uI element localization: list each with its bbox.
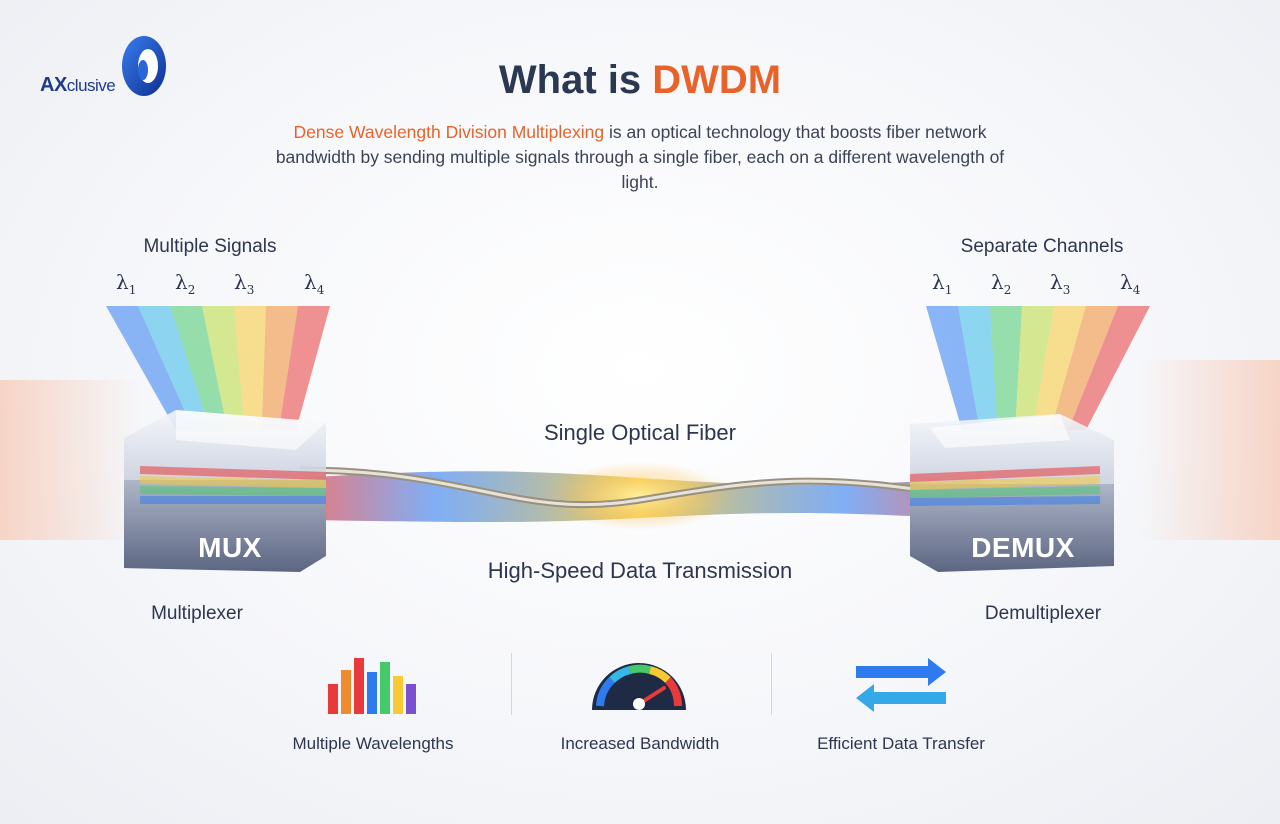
demux-label: DEMUX	[971, 532, 1075, 563]
right-beam-5	[1032, 306, 1086, 430]
feature-divider-2	[771, 653, 772, 715]
right-beam-3	[990, 306, 1022, 430]
right-wavelength-beams	[926, 306, 1150, 430]
left-heading: Multiple Signals	[143, 236, 277, 257]
left-wavelength-beams	[106, 306, 330, 430]
bar-chart-icon	[328, 658, 416, 714]
right-lambda-2: λ2	[991, 270, 1012, 297]
title-highlight: DWDM	[652, 58, 782, 102]
right-lambda-3: λ3	[1050, 270, 1071, 297]
brand-logo: AXclusive	[40, 32, 170, 104]
left-lambda-2: λ2	[175, 270, 196, 297]
left-glow	[0, 380, 140, 540]
title-prefix: What is	[498, 58, 653, 102]
right-beam-1	[926, 306, 980, 430]
right-glow	[1140, 360, 1280, 540]
description: Dense Wavelength Division Multiplexing i…	[260, 120, 1020, 195]
demux-prism	[909, 414, 1114, 572]
fiber-top-label: Single Optical Fiber	[544, 420, 736, 445]
fiber-bottom-label: High-Speed Data Transmission	[487, 558, 793, 583]
transfer-arrows-icon	[856, 658, 946, 712]
left-beam-6	[261, 306, 298, 430]
right-lambda-4: λ4	[1120, 270, 1141, 297]
left-beam-4	[202, 306, 245, 430]
right-beam-7	[1068, 306, 1150, 430]
fiber-center-glow	[550, 462, 730, 530]
right-lambda-1: λ1	[932, 270, 953, 297]
description-rest: is an optical technology that boosts fib…	[275, 122, 1005, 192]
left-lambda-4: λ4	[304, 270, 325, 297]
feature-label-1: Multiple Wavelengths	[292, 734, 454, 753]
feature-divider-1	[511, 653, 512, 715]
logo-wordmark: AXclusive	[40, 74, 116, 96]
left-beam-1	[106, 306, 194, 430]
mux-label: MUX	[198, 532, 262, 563]
right-beam-6	[1050, 306, 1118, 430]
feature-label-2: Increased Bandwidth	[560, 734, 720, 753]
demux-caption: Demultiplexer	[984, 603, 1102, 624]
gauge-icon	[592, 663, 686, 710]
right-beam-2	[958, 306, 998, 430]
mux-prism	[124, 410, 327, 572]
fiber-cable-highlight	[299, 468, 981, 507]
page-title: What is DWDM	[0, 58, 1280, 103]
right-heading: Separate Channels	[960, 236, 1124, 257]
left-lambda-3: λ3	[234, 270, 255, 297]
left-beam-3	[170, 306, 228, 430]
left-lambda-1: λ1	[116, 270, 137, 297]
left-beam-7	[278, 306, 330, 430]
description-highlight: Dense Wavelength Division Multiplexing	[293, 122, 605, 142]
mux-caption: Multiplexer	[151, 603, 243, 624]
feature-label-3: Efficient Data Transfer	[817, 734, 985, 753]
left-beam-5	[234, 306, 266, 430]
logo-swirl-icon	[122, 36, 166, 96]
left-beam-2	[138, 306, 211, 430]
right-beam-4	[1015, 306, 1054, 430]
